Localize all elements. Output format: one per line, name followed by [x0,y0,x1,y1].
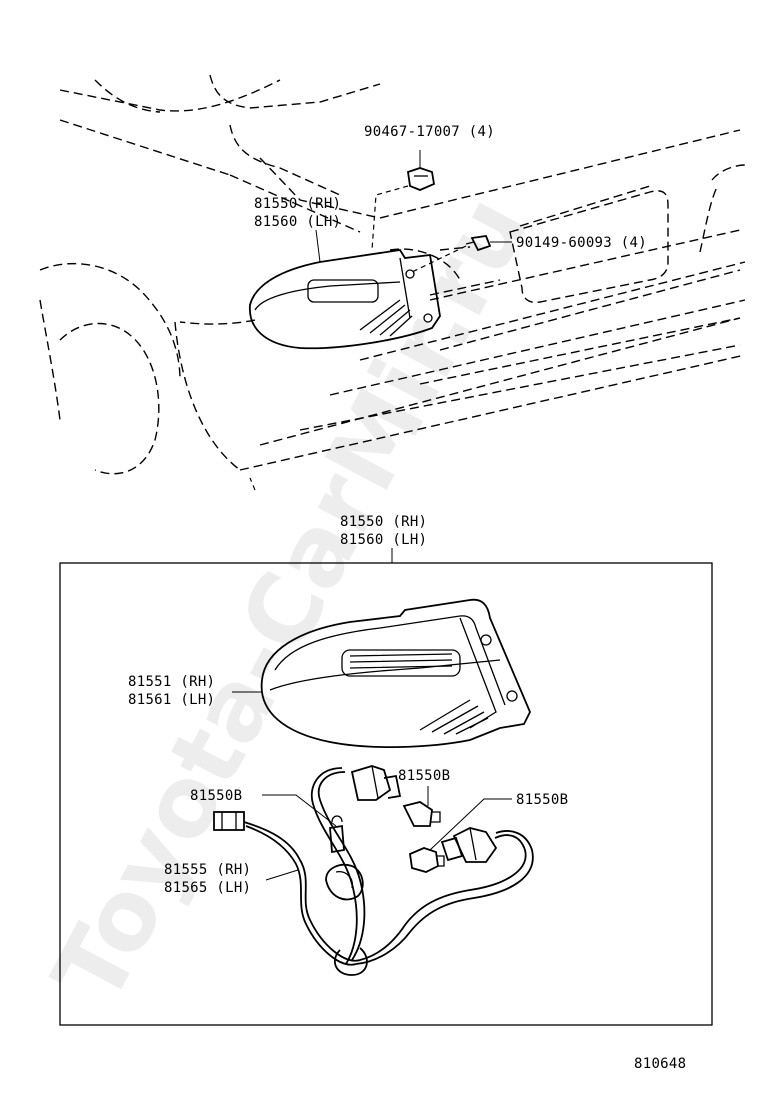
bulb-label-top: 81550B [398,768,450,784]
bulb-left [329,815,345,854]
socket-middle [325,863,364,901]
tail-lamp-installed [249,249,441,350]
clip-part-label: 90467-17007 (4) [364,124,495,140]
assembly-part-label-rh: 81550 (RH) [340,514,427,530]
socket-part-label-lh: 81565 (LH) [164,880,251,896]
bulb-label-left: 81550B [190,788,242,804]
socket-wire-harness [213,767,534,976]
bulb-left-leader [262,794,337,827]
socket-top [350,765,402,801]
diagram-number: 810648 [634,1056,686,1072]
vehicle-body-outline [39,74,746,491]
detail-frame [59,562,713,1026]
clip-fastener [371,150,436,251]
socket-right [440,827,498,863]
bulb-label-right: 81550B [516,792,568,808]
lens-part-label-lh: 81561 (LH) [128,692,215,708]
socket-part-label-rh: 81555 (RH) [164,862,251,878]
screw-part-label: 90149-60093 (4) [516,235,647,251]
bulb-right [409,847,445,873]
lamp-leader [315,229,321,263]
lens-part-label-rh: 81551 (RH) [128,674,215,690]
lamp-part-label-lh: 81560 (LH) [254,214,341,230]
bulb-top [402,801,441,827]
screw-fastener [411,235,512,273]
socket-leader [265,869,299,881]
lamp-part-label-rh: 81550 (RH) [254,196,341,212]
bulb-right-leader [429,798,512,851]
assembly-part-label-lh: 81560 (LH) [340,532,427,548]
lens-assembly [260,598,531,748]
